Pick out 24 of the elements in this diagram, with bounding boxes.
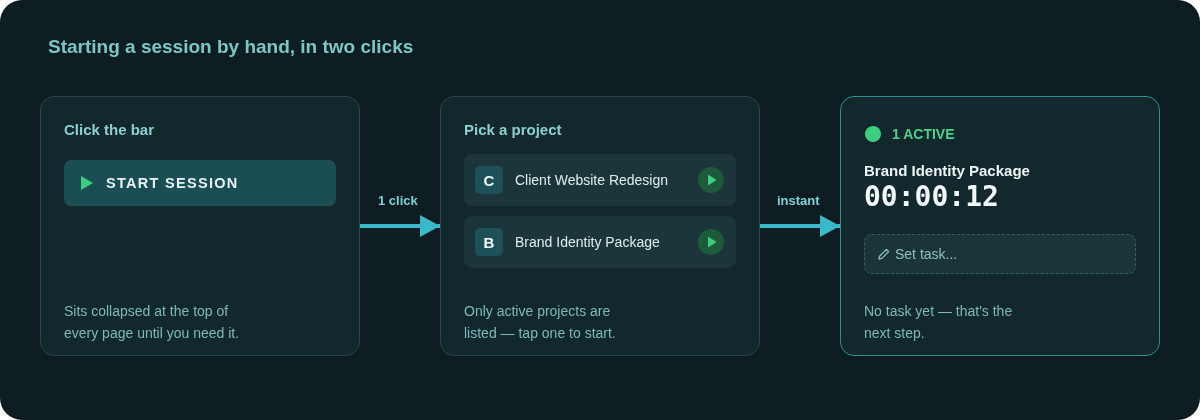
edge-label: instant xyxy=(777,193,820,209)
initial-avatar: B xyxy=(475,228,503,256)
initial-avatar: C xyxy=(475,166,503,194)
card-heading: Click the bar xyxy=(64,121,155,139)
step-card xyxy=(840,96,1160,356)
card-note: Only active projects are listed — tap one to start. xyxy=(464,302,617,343)
card-heading: Pick a project xyxy=(464,121,562,139)
project-title: Brand Identity Package xyxy=(864,162,1030,180)
card-note: No task yet — that's the next step. xyxy=(864,302,1014,343)
status-label: 1 ACTIVE xyxy=(892,126,955,142)
diagram-title: Starting a session by hand, in two clicks xyxy=(48,35,414,59)
arrow xyxy=(760,215,840,237)
project-row xyxy=(464,216,736,268)
card-note: Sits collapsed at the top of every page until you need it. xyxy=(64,302,241,343)
timer-readout: 00:00:12 xyxy=(864,181,999,213)
project-name: Client Website Redesign xyxy=(515,171,669,189)
start-button: START SESSION xyxy=(64,160,336,206)
step-card xyxy=(440,96,760,356)
arrow xyxy=(360,215,440,237)
project-name: Brand Identity Package xyxy=(515,233,660,251)
edge-label: 1 click xyxy=(378,193,418,209)
project-row xyxy=(464,154,736,206)
step-card xyxy=(40,96,360,356)
task-input-field: Set task... xyxy=(864,234,1136,274)
